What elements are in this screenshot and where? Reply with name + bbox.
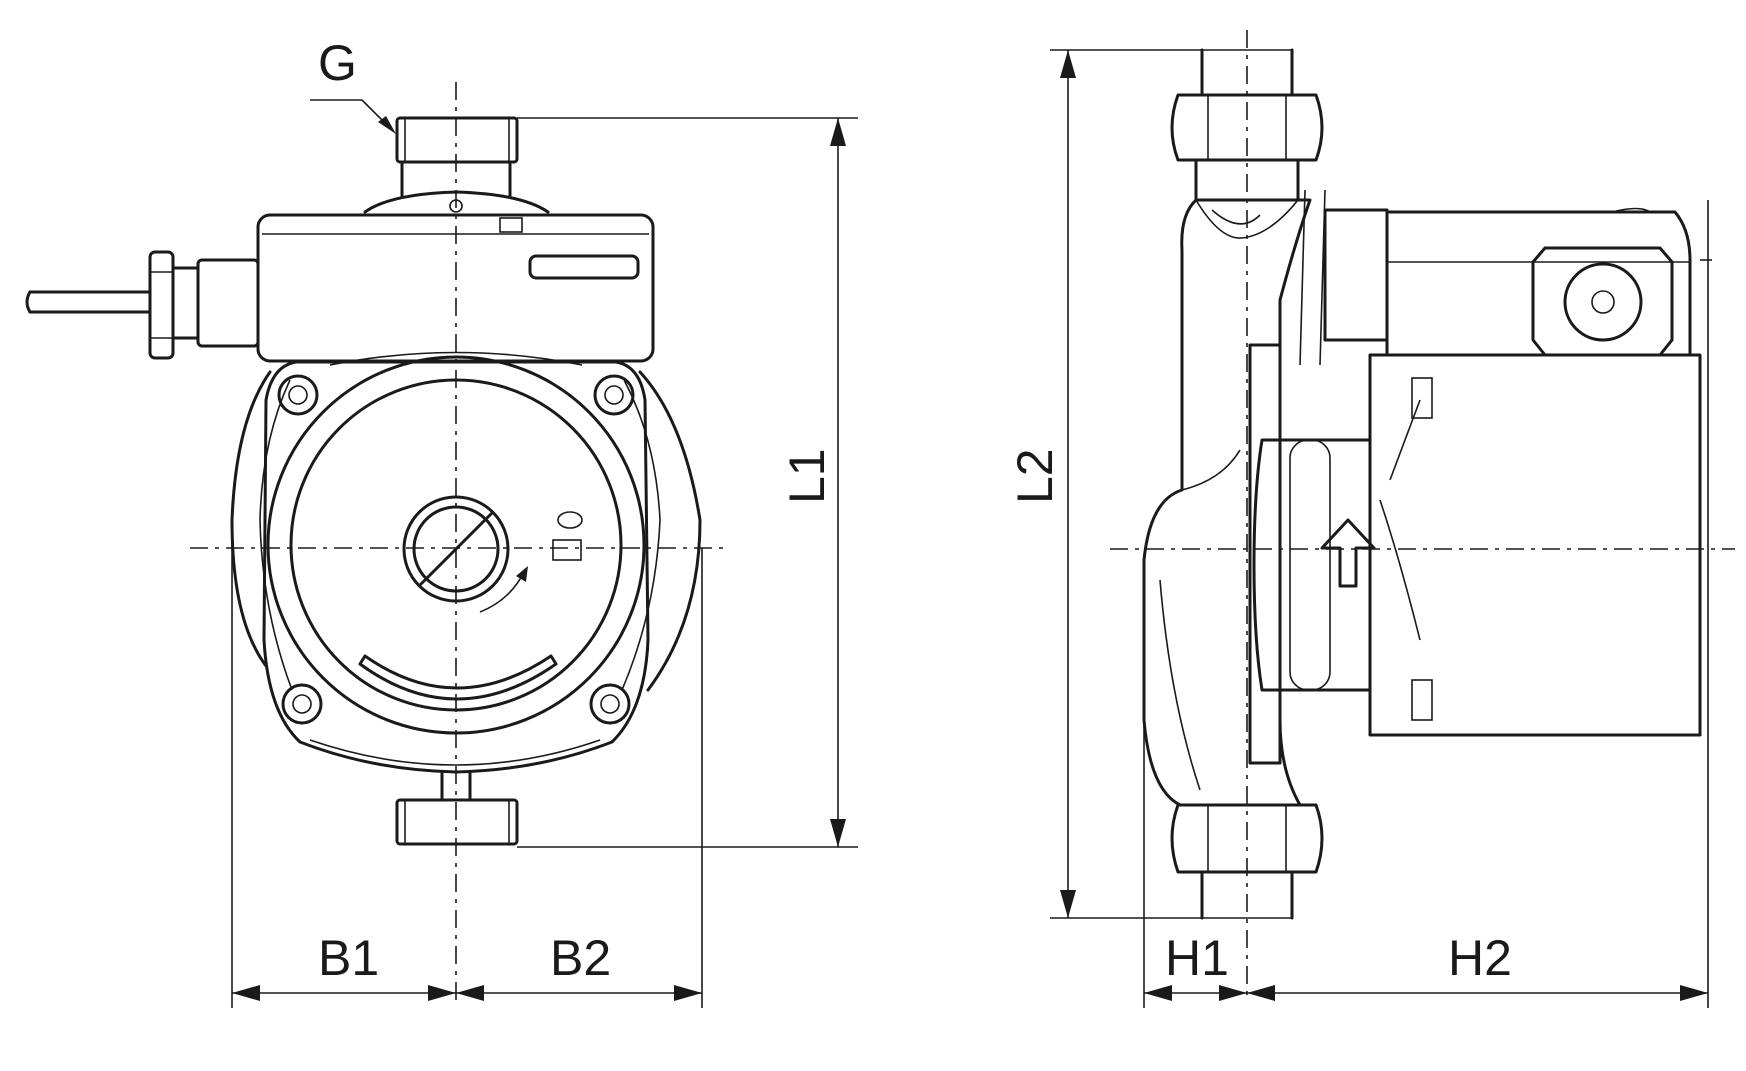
bottom-pipe-fitting [395,770,519,846]
screw-top-right [593,374,635,416]
label-l1: L1 [779,448,835,504]
screw-top-left [277,374,319,416]
label-b1: B1 [318,930,379,986]
label-h2: H2 [1448,930,1512,986]
screw-bottom-left [281,683,323,725]
side-top-nut [1170,48,1324,202]
side-pump-body [1142,198,1312,807]
l2-dimension: L2 [1007,49,1292,919]
screw-bottom-right [589,683,631,725]
label-g: G [318,35,357,91]
rotation-indicator [479,511,583,613]
label-l2: L2 [1007,448,1063,504]
side-view: L2 H1 H2 [1007,30,1735,1008]
label-h1: H1 [1165,930,1229,986]
bottom-slot [358,654,558,701]
h-dimensions: H1 H2 [1143,200,1709,1008]
side-bottom-nut [1170,803,1324,920]
side-terminal-box [1385,207,1712,357]
housing-screws [277,374,635,725]
l1-dimension: L1 [517,117,858,848]
venting-plug [402,495,510,603]
label-b2: B2 [550,930,611,986]
b-dimensions: B1 B2 [231,520,703,1008]
top-pipe-fitting [363,116,550,214]
cable-gland [25,250,260,360]
flow-direction-arrow [1320,518,1376,588]
g-thread-callout: G [310,35,396,134]
front-view: G [25,35,858,1008]
